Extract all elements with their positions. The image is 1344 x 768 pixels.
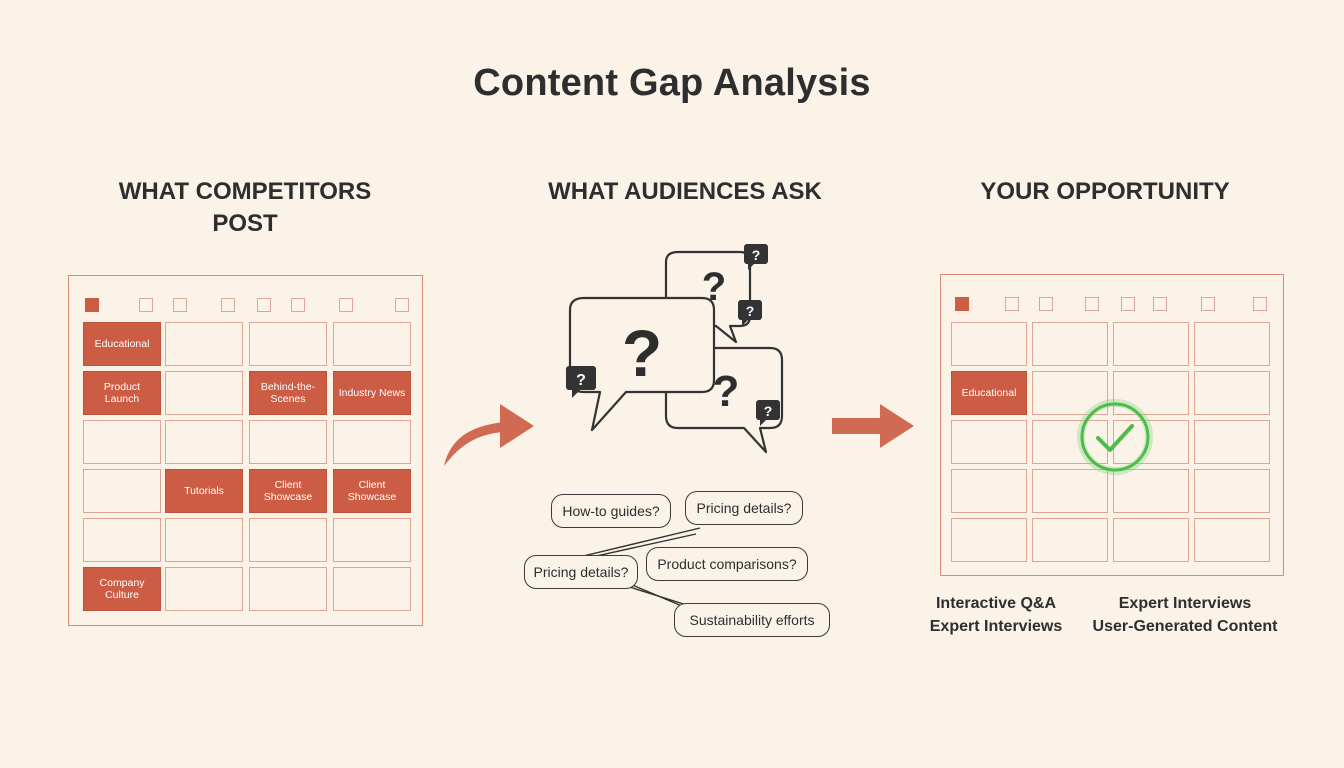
- calendar-cell: Company Culture: [83, 567, 161, 611]
- opportunity-labels-left: Interactive Q&A Expert Interviews: [918, 592, 1074, 638]
- calendar-cell: [1194, 371, 1270, 415]
- calendar-day-marker: [291, 298, 305, 312]
- calendar-cell: [333, 322, 411, 366]
- opportunity-calendar: Educational: [940, 274, 1284, 576]
- calendar-cell: [1032, 371, 1108, 415]
- calendar-cell: Client Showcase: [333, 469, 411, 513]
- svg-text:?: ?: [713, 367, 740, 416]
- calendar-cell: [83, 469, 161, 513]
- question-bubble: Pricing details?: [524, 555, 638, 589]
- calendar-cell: [83, 518, 161, 562]
- calendar-cell: [83, 420, 161, 464]
- calendar-cell: [1113, 518, 1189, 562]
- calendar-cell: [333, 518, 411, 562]
- question-bubble: Sustainability efforts: [674, 603, 830, 637]
- calendar-cell: [249, 567, 327, 611]
- calendar-cell: [1032, 420, 1108, 464]
- calendar-day-marker: [1039, 297, 1053, 311]
- calendar-day-marker: [1005, 297, 1019, 311]
- question-bubble: Product comparisons?: [646, 547, 808, 581]
- opportunity-label: Expert Interviews: [929, 618, 1063, 635]
- calendar-day-marker: [1153, 297, 1167, 311]
- calendar-cell: [1032, 322, 1108, 366]
- calendar-cell: [1113, 371, 1189, 415]
- question-text: Pricing details?: [533, 564, 629, 580]
- calendar-cell: [333, 420, 411, 464]
- question-bubble: Pricing details?: [685, 491, 803, 525]
- calendar-cell: Educational: [83, 322, 161, 366]
- svg-text:?: ?: [622, 316, 662, 390]
- calendar-cell: [249, 420, 327, 464]
- calendar-cell: [165, 371, 243, 415]
- calendar-day-marker: [221, 298, 235, 312]
- calendar-cell: [1113, 469, 1189, 513]
- calendar-cell: [249, 322, 327, 366]
- question-bubble: How-to guides?: [551, 494, 671, 528]
- calendar-cell: [165, 518, 243, 562]
- calendar-marker: [955, 297, 969, 311]
- calendar-cell: [1113, 322, 1189, 366]
- calendar-cell: [165, 322, 243, 366]
- calendar-cell: [1194, 469, 1270, 513]
- opportunity-label: Interactive Q&A: [935, 595, 1057, 612]
- calendar-day-marker: [173, 298, 187, 312]
- opportunity-heading: YOUR OPPORTUNITY: [980, 178, 1230, 205]
- curved-arrow-icon: [444, 404, 534, 466]
- calendar-cell: [1032, 518, 1108, 562]
- opportunity-label: User-Generated Content: [1092, 618, 1278, 635]
- calendar-cell: [1194, 420, 1270, 464]
- question-text: Product comparisons?: [657, 556, 797, 572]
- calendar-cell: [165, 420, 243, 464]
- audiences-heading: WHAT AUDIENCES ASK: [548, 178, 822, 205]
- calendar-cell: [1113, 420, 1189, 464]
- question-text: Pricing details?: [696, 500, 792, 516]
- opportunity-labels-right: Expert Interviews User-Generated Content: [1090, 592, 1280, 638]
- calendar-day-marker: [1085, 297, 1099, 311]
- calendar-cell: Industry News: [333, 371, 411, 415]
- svg-text:?: ?: [746, 303, 755, 319]
- calendar-cell: [1032, 469, 1108, 513]
- calendar-cell: [951, 420, 1027, 464]
- opportunity-label: Expert Interviews: [1118, 595, 1252, 612]
- svg-text:?: ?: [752, 247, 761, 263]
- calendar-cell: [1194, 518, 1270, 562]
- calendar-cell: [165, 567, 243, 611]
- calendar-cell: [1194, 322, 1270, 366]
- calendar-cell: Tutorials: [165, 469, 243, 513]
- calendar-day-marker: [395, 298, 409, 312]
- calendar-cell: Educational: [951, 371, 1027, 415]
- calendar-day-marker: [1253, 297, 1267, 311]
- calendar-cell: [333, 567, 411, 611]
- calendar-cell: Client Showcase: [249, 469, 327, 513]
- arrow-right-icon: [832, 404, 914, 448]
- calendar-marker: [85, 298, 99, 312]
- question-text: Sustainability efforts: [689, 612, 815, 628]
- calendar-cell: [951, 322, 1027, 366]
- calendar-cell: [249, 518, 327, 562]
- calendar-day-marker: [1121, 297, 1135, 311]
- svg-text:?: ?: [576, 372, 586, 389]
- calendar-cell: Behind-the-Scenes: [249, 371, 327, 415]
- page-title: Content Gap Analysis: [473, 62, 871, 104]
- question-text: How-to guides?: [562, 503, 660, 519]
- calendar-cell: [951, 518, 1027, 562]
- calendar-cell: [951, 469, 1027, 513]
- svg-text:?: ?: [764, 403, 773, 419]
- check-circle-icon: [1077, 399, 1153, 475]
- calendar-day-marker: [1201, 297, 1215, 311]
- svg-text:?: ?: [702, 265, 726, 309]
- calendar-day-marker: [139, 298, 153, 312]
- calendar-day-marker: [257, 298, 271, 312]
- calendar-cell: Product Launch: [83, 371, 161, 415]
- competitors-heading: WHAT COMPETITORS POST: [118, 178, 372, 237]
- calendar-day-marker: [339, 298, 353, 312]
- question-bubbles-icon: ? ? ? ? ? ? ?: [566, 244, 784, 454]
